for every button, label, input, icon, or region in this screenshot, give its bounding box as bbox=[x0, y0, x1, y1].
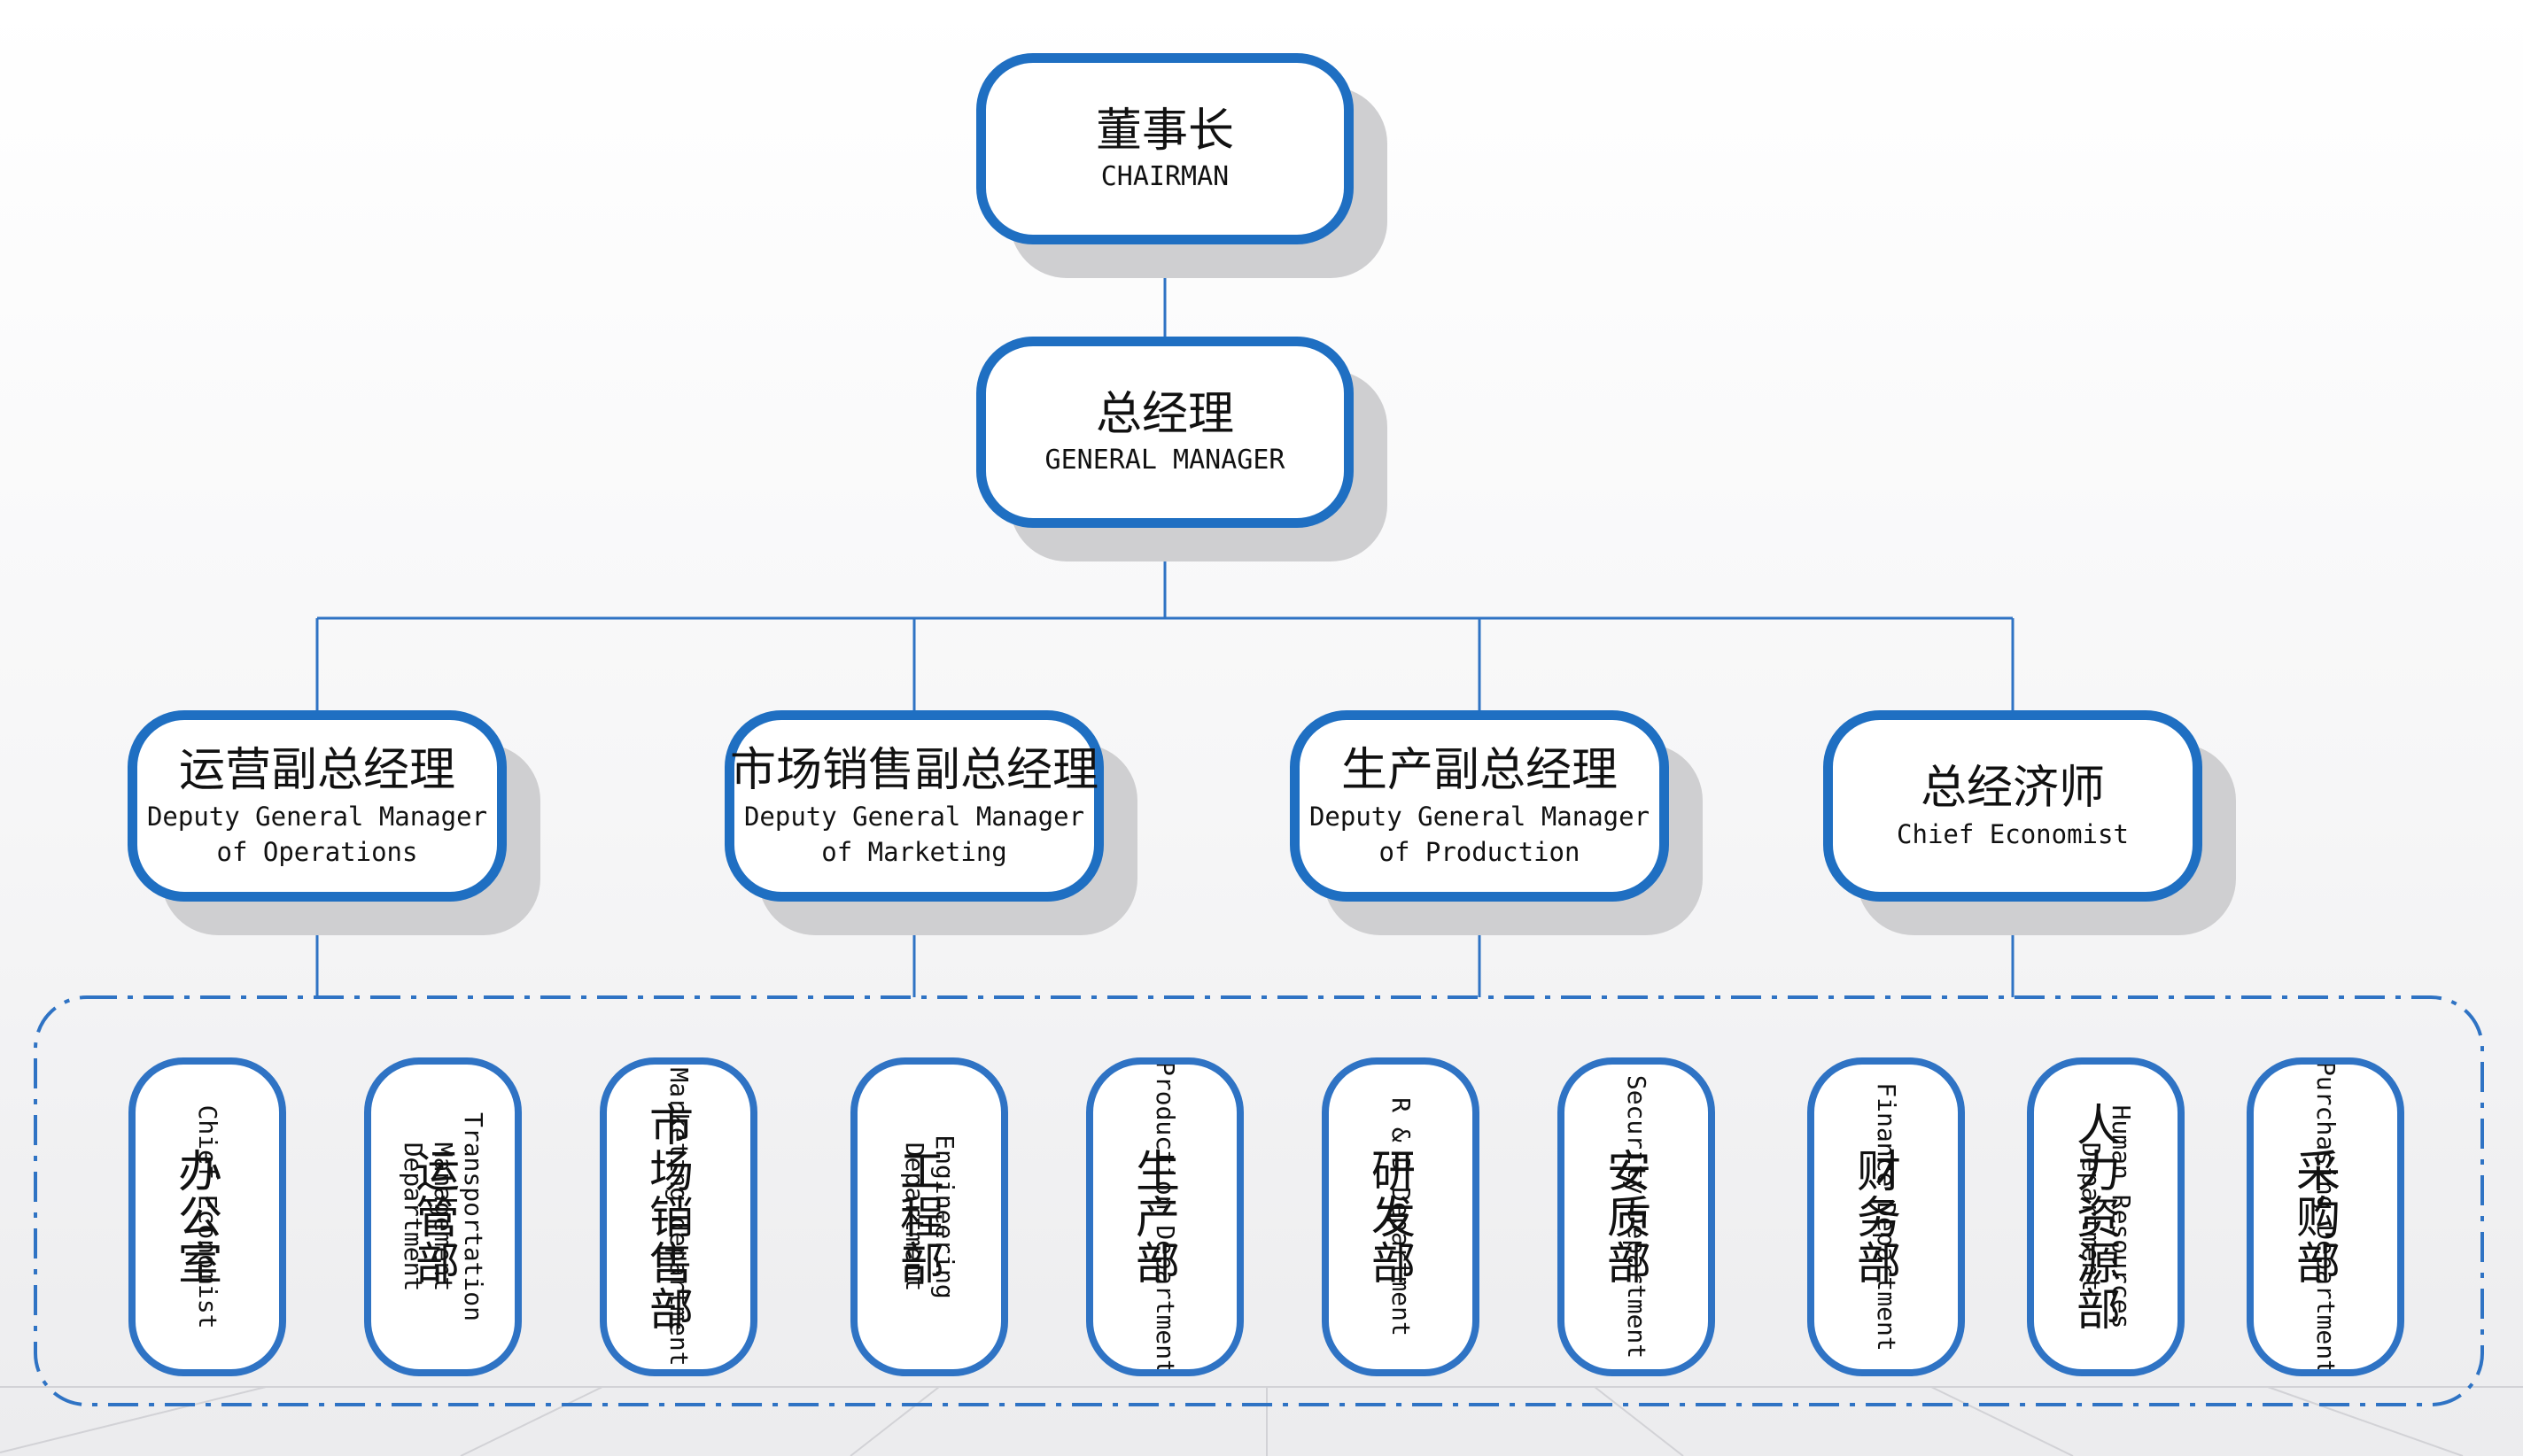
dept-hr-cn: 人力资源部 bbox=[2069, 1102, 2121, 1332]
dept-marketing: Marketing department 市场销售部 bbox=[600, 1057, 757, 1376]
dept-production-cn: 生产部 bbox=[1129, 1148, 1180, 1286]
deputy-marketing-box: 市场销售副总经理 Deputy General Manager of Marke… bbox=[725, 710, 1104, 902]
general-manager-title-en: GENERAL MANAGER bbox=[1044, 445, 1285, 476]
deputy-marketing-en-line2: of Marketing bbox=[821, 837, 1007, 867]
dept-production: Production Department 生产部 bbox=[1086, 1057, 1244, 1376]
floor-grid bbox=[0, 1386, 2523, 1456]
dept-rnd-cn: 研发部 bbox=[1364, 1148, 1416, 1286]
deputy-production-box: 生产副总经理 Deputy General Manager of Product… bbox=[1290, 710, 1669, 902]
dept-finance-cn: 财务部 bbox=[1850, 1148, 1901, 1286]
dept-engineering-cn: 工程部 bbox=[893, 1148, 944, 1286]
dept-purchasing-cn: 采购部 bbox=[2289, 1148, 2341, 1286]
dept-engineering: Engineering Department 工程部 bbox=[850, 1057, 1008, 1376]
dept-security: Security Department 安质部 bbox=[1557, 1057, 1715, 1376]
dept-security-cn: 安质部 bbox=[1600, 1148, 1651, 1286]
deputy-operations-box: 运营副总经理 Deputy General Manager of Operati… bbox=[128, 710, 507, 902]
general-manager-title-cn: 总经理 bbox=[1095, 388, 1234, 441]
deputy-marketing-en-line1: Deputy General Manager bbox=[743, 802, 1085, 832]
dept-hr: Human Resources Department 人力资源部 bbox=[2027, 1057, 2185, 1376]
chairman-title-en: CHAIRMAN bbox=[1100, 161, 1230, 192]
deputy-operations-cn: 运营副总经理 bbox=[178, 744, 455, 797]
dept-finance: Finance Department 财务部 bbox=[1807, 1057, 1965, 1376]
chief-economist-box: 总经济师 Chief Economist bbox=[1823, 710, 2202, 902]
chief-economist-en: Chief Economist bbox=[1897, 819, 2129, 849]
general-manager-box: 总经理 GENERAL MANAGER bbox=[976, 337, 1354, 528]
deputy-operations-en-line1: Deputy General Manager bbox=[146, 802, 488, 832]
deputy-marketing-cn: 市场销售副总经理 bbox=[730, 744, 1099, 797]
dept-purchasing: Purchasing Department 采购部 bbox=[2247, 1057, 2404, 1376]
deputy-production-en-line1: Deputy General Manager bbox=[1308, 802, 1650, 832]
deputy-production-en-line2: of Production bbox=[1378, 837, 1580, 867]
chairman-title-cn: 董事长 bbox=[1095, 105, 1234, 158]
chairman-box: 董事长 CHAIRMAN bbox=[976, 53, 1354, 244]
dept-office: Chief Economist 办公室 bbox=[128, 1057, 286, 1376]
dept-transportation: Transportation Management Department 运管部 bbox=[364, 1057, 522, 1376]
chief-economist-cn: 总经济师 bbox=[1920, 762, 2105, 815]
deputy-production-cn: 生产副总经理 bbox=[1340, 744, 1618, 797]
dept-transportation-cn: 运管部 bbox=[408, 1148, 460, 1286]
dept-marketing-cn: 市场销售部 bbox=[642, 1102, 694, 1332]
department-group-outline bbox=[34, 995, 2484, 1406]
dept-rnd: R & D Department 研发部 bbox=[1322, 1057, 1479, 1376]
deputy-operations-en-line2: of Operations bbox=[216, 837, 418, 867]
dept-office-cn: 办公室 bbox=[171, 1148, 222, 1286]
